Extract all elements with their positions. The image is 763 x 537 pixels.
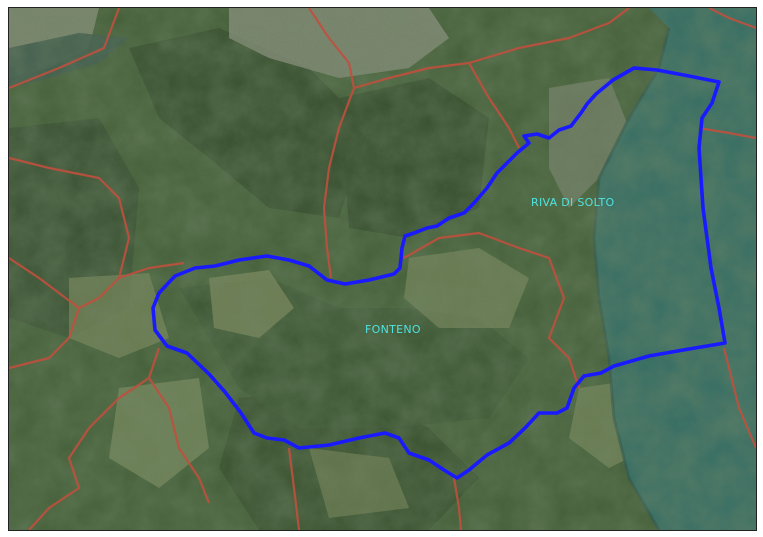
boundary-line	[9, 8, 121, 90]
label-fonteno: FONTENO	[365, 323, 421, 336]
boundary-line	[708, 8, 756, 30]
boundary-line	[722, 347, 756, 449]
boundary-line	[118, 261, 185, 280]
boundary-line	[148, 377, 211, 504]
boundary-line	[468, 62, 520, 149]
boundary-line	[452, 477, 463, 530]
terrain-fine-texture	[9, 8, 756, 530]
aerial-map[interactable]: RIVA DI SOLTO FONTENO	[9, 8, 756, 530]
municipal-boundaries	[9, 8, 756, 530]
boundary-line	[353, 8, 630, 90]
boundary-line	[403, 231, 581, 389]
label-riva-di-solto: RIVA DI SOLTO	[531, 196, 615, 209]
boundary-line	[698, 126, 756, 140]
boundary-line	[287, 447, 301, 530]
map-frame: RIVA DI SOLTO FONTENO	[8, 7, 757, 531]
boundary-line	[9, 257, 80, 309]
study-area-boundary[interactable]	[151, 66, 727, 480]
boundary-line	[28, 347, 161, 530]
boundary-line	[308, 8, 356, 279]
